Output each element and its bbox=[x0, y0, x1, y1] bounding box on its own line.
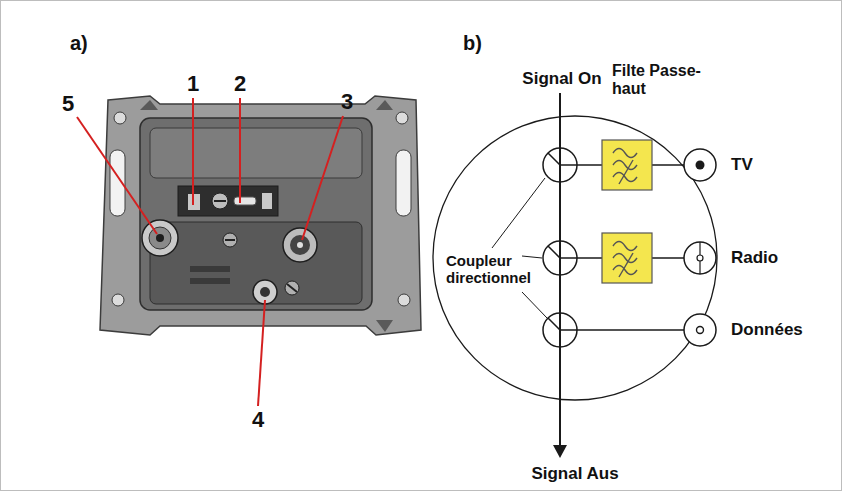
tv-connector bbox=[149, 227, 171, 249]
socket-label: TV bbox=[731, 155, 753, 175]
signal-label: Signal On bbox=[522, 69, 601, 89]
wire bbox=[652, 164, 684, 166]
center-screw bbox=[223, 233, 237, 247]
mounting-frame bbox=[100, 96, 421, 335]
screw-slot bbox=[287, 284, 297, 292]
wire bbox=[577, 329, 684, 331]
signal-line bbox=[559, 93, 561, 447]
coupler-label: Coupleur directionnel bbox=[446, 252, 556, 287]
filter-wave bbox=[613, 254, 637, 263]
highpass-filter bbox=[602, 233, 652, 283]
frame-hole bbox=[398, 294, 410, 306]
leader-lines bbox=[77, 98, 343, 406]
socket-outline bbox=[684, 314, 716, 346]
wire bbox=[577, 257, 602, 259]
socket-body bbox=[140, 118, 372, 310]
coupler-symbol bbox=[543, 241, 577, 275]
coupler-branch bbox=[548, 153, 577, 165]
vent-slot bbox=[190, 266, 230, 272]
leader-line bbox=[77, 117, 157, 234]
mounting-slot bbox=[396, 150, 411, 216]
terminal-clip bbox=[262, 193, 272, 209]
panel-label: a) bbox=[70, 32, 88, 55]
filter-box bbox=[602, 140, 652, 190]
terminal-screw bbox=[212, 193, 228, 209]
vent-slot bbox=[190, 278, 230, 284]
output-socket: TV bbox=[683, 148, 753, 182]
filter-wave bbox=[613, 242, 637, 251]
radio-connector bbox=[297, 242, 303, 248]
radio-connector bbox=[283, 228, 317, 262]
tv-connector bbox=[142, 220, 178, 256]
leader-line bbox=[192, 98, 194, 205]
claw-tab bbox=[376, 100, 393, 110]
coupler-leaders bbox=[492, 178, 547, 318]
frame-hole bbox=[114, 112, 126, 124]
socket-label: Données bbox=[731, 320, 803, 340]
directional-couplers bbox=[543, 148, 577, 347]
data-connector bbox=[260, 287, 270, 297]
screw-slot bbox=[214, 200, 226, 202]
socket-label: Radio bbox=[731, 248, 778, 268]
frame-hole bbox=[112, 294, 124, 306]
filter-slash bbox=[619, 253, 633, 277]
socket-outline bbox=[433, 116, 717, 400]
signal-label: Signal Aus bbox=[531, 464, 618, 484]
claw-tab bbox=[376, 320, 393, 332]
socket-pin bbox=[696, 161, 705, 170]
highpass-filter bbox=[602, 140, 652, 190]
filter-wave bbox=[613, 149, 637, 158]
socket-outline bbox=[684, 149, 716, 181]
callout-number: 4 bbox=[252, 407, 264, 432]
claw-tab bbox=[140, 100, 158, 110]
screw-slot bbox=[225, 239, 235, 241]
wire bbox=[577, 164, 602, 166]
output-socket: Données bbox=[683, 313, 803, 347]
leader-line bbox=[239, 98, 241, 203]
leader-line bbox=[492, 178, 545, 248]
callout-number: 5 bbox=[62, 91, 74, 116]
filter-wave bbox=[613, 161, 637, 170]
filter-slash bbox=[619, 160, 633, 184]
connector-plate bbox=[150, 222, 362, 304]
output-socket: Radio bbox=[683, 241, 778, 275]
radio-connector bbox=[290, 235, 310, 255]
filter-symbol bbox=[613, 149, 637, 185]
socket-pin bbox=[697, 327, 704, 334]
filter-symbol bbox=[613, 242, 637, 278]
socket-outline bbox=[684, 242, 716, 274]
leader-line bbox=[522, 292, 547, 318]
coupler-branch bbox=[548, 246, 577, 258]
tv-connector bbox=[156, 234, 164, 242]
panel-label: b) bbox=[463, 32, 482, 55]
socket-pin bbox=[697, 255, 703, 261]
socket-symbol bbox=[683, 241, 717, 275]
wire bbox=[652, 257, 684, 259]
arrow-head bbox=[553, 445, 567, 458]
socket-symbol bbox=[683, 148, 717, 182]
socket-photo bbox=[100, 96, 421, 335]
filter-label: Filte Passe-haut bbox=[612, 62, 707, 99]
callout-number: 1 bbox=[187, 71, 199, 96]
filter-box bbox=[602, 233, 652, 283]
coupler-branch bbox=[548, 318, 577, 330]
coupler-symbol bbox=[543, 313, 577, 347]
callout-number: 3 bbox=[341, 89, 353, 114]
data-screw bbox=[285, 281, 299, 295]
leader-line bbox=[522, 256, 542, 258]
callout-number: 2 bbox=[234, 71, 246, 96]
coupler-symbol bbox=[543, 148, 577, 182]
leader-line bbox=[258, 300, 265, 406]
socket-symbol bbox=[683, 313, 717, 347]
leader-line bbox=[302, 116, 343, 240]
frame-hole bbox=[396, 112, 408, 124]
terminating-resistor bbox=[234, 197, 256, 205]
